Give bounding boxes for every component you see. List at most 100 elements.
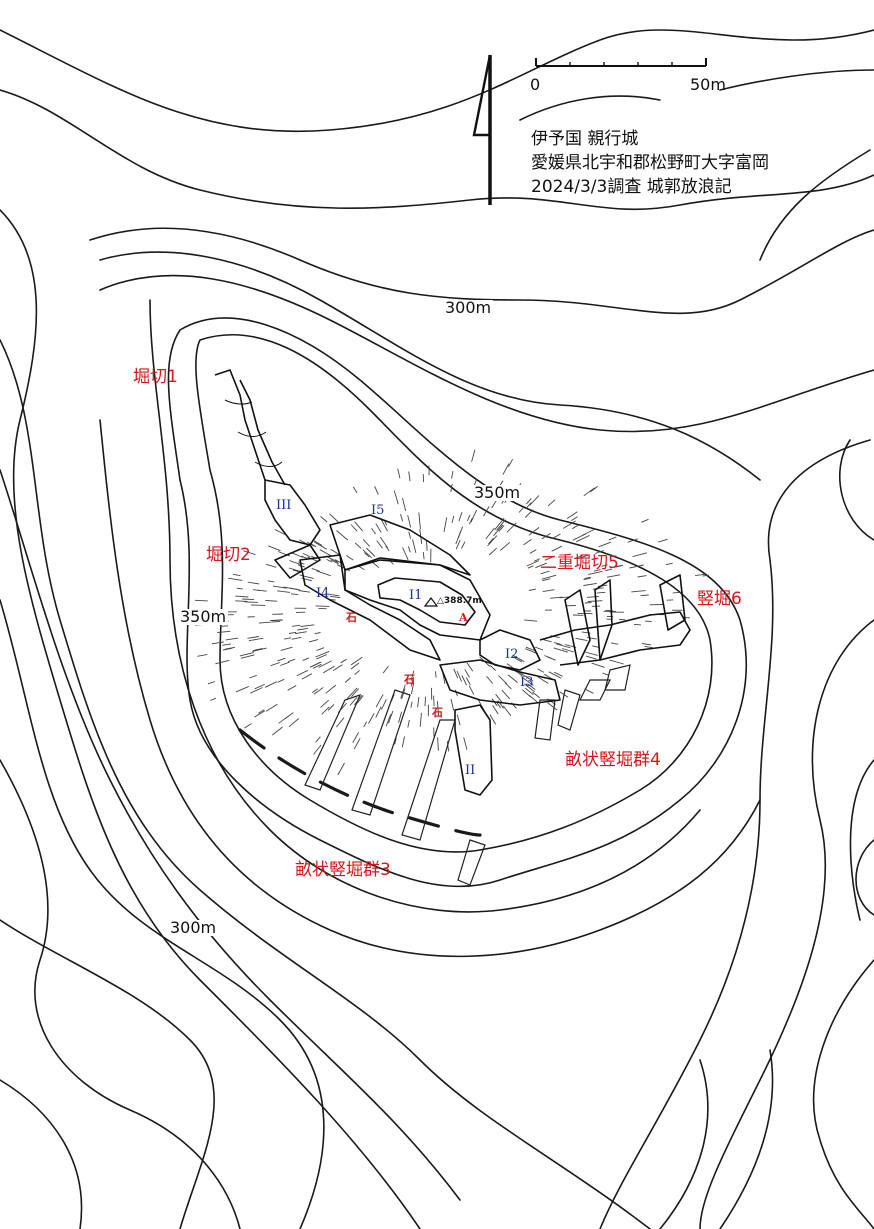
contour-line [759, 149, 871, 261]
hatch-stroke [277, 657, 286, 662]
tatebori6-ditch [659, 574, 686, 631]
contour-line [0, 89, 874, 211]
contour-line [0, 599, 325, 1229]
hatch-stroke [584, 688, 594, 694]
hatch-stroke [298, 590, 311, 593]
hatch-stroke [575, 637, 588, 642]
hatch-stroke [489, 714, 496, 725]
hatch-stroke [321, 706, 330, 715]
hatch-stroke [353, 738, 361, 750]
hatch-stroke [702, 574, 709, 577]
hatch-stroke [583, 582, 597, 586]
hatch-stroke [512, 654, 525, 662]
enclosure-label-I2: I2 [505, 647, 519, 662]
hatch-stroke [356, 695, 364, 704]
hatch-stroke [362, 549, 373, 559]
hatch-stroke [313, 540, 323, 546]
hatch-stroke [471, 449, 476, 462]
hatch-stroke [500, 542, 511, 551]
hatch-stroke [606, 574, 621, 578]
hatch-stroke [598, 541, 612, 548]
hatch-stroke [302, 552, 311, 558]
hatch-stroke [222, 647, 233, 651]
hatch-stroke [265, 563, 277, 568]
enclosure-III-outline [264, 479, 321, 546]
hatch-stroke [235, 600, 248, 602]
hatch-stroke [583, 487, 596, 497]
double-horikiri [564, 589, 591, 666]
hatch-stroke [410, 701, 413, 708]
hatch-stroke [376, 540, 383, 549]
hatch-stroke [316, 570, 331, 577]
hatch-stroke [466, 514, 471, 522]
hatch-stroke [232, 573, 241, 577]
enclosure-I4-outline [299, 554, 441, 661]
summit-elevation: △388.7m [437, 596, 482, 606]
hatch-stroke [313, 744, 322, 755]
hatch-stroke [488, 537, 494, 545]
hatch-stroke [573, 555, 583, 560]
hatch-stroke [242, 598, 255, 601]
hatch-stroke [548, 671, 562, 679]
hatch-stroke [271, 620, 281, 623]
scale-end-label: 50m [690, 75, 726, 94]
hatch-stroke [572, 533, 586, 541]
hatch-stroke [371, 527, 376, 535]
hatch-stroke [337, 762, 345, 776]
hatch-stroke [665, 562, 673, 566]
hatch-stroke [583, 577, 591, 581]
feature-horikiri1: 堀切1 [133, 367, 178, 387]
hatch-stroke [433, 695, 435, 707]
scale-start-label: 0 [530, 75, 541, 94]
feature-nijuhorikiri5: 二重堀切5 [540, 553, 619, 573]
hatch-stroke [254, 710, 266, 718]
hatch-stroke [240, 654, 255, 659]
hatch-stroke [277, 678, 285, 683]
hatch-stroke [380, 699, 387, 710]
hatch-stroke [344, 677, 351, 683]
contour-line [699, 619, 874, 1229]
vertical-ditch [351, 689, 411, 816]
hatch-stroke [522, 677, 534, 686]
hatch-stroke [397, 468, 401, 479]
enclosure-I1-inner [377, 577, 476, 626]
hatch-stroke [319, 549, 333, 557]
hatch-stroke [336, 717, 345, 728]
enclosure-I3-outline [439, 659, 561, 706]
contour-line [89, 227, 874, 315]
hatch-stroke [426, 539, 428, 551]
hatch-stroke [407, 719, 410, 728]
hatch-stroke [350, 662, 360, 670]
hatch-stroke [407, 546, 411, 553]
hatch-stroke [269, 619, 282, 622]
hatch-stroke [695, 573, 705, 577]
hatch-stroke [422, 552, 425, 560]
hatch-stroke [291, 636, 302, 640]
hatch-stroke [312, 663, 322, 669]
hatch-stroke [632, 552, 648, 558]
hatch-stroke [244, 723, 252, 729]
hatch-stroke [585, 655, 597, 660]
hatch-stroke [559, 596, 570, 599]
vertical-ditch [557, 689, 581, 731]
hatch-stroke [523, 538, 532, 546]
hatch-stroke [418, 519, 421, 530]
contour-line [0, 339, 651, 1229]
hatch-stroke [301, 673, 313, 680]
hatch-stroke [508, 458, 513, 467]
hatch-stroke [498, 525, 505, 532]
hatch-stroke [672, 591, 682, 594]
vertical-ditch [534, 699, 556, 741]
hatch-stroke [366, 547, 376, 557]
hatch-stroke [354, 542, 362, 549]
hatch-stroke [547, 656, 556, 661]
hatch-stroke [313, 541, 327, 550]
hatch-stroke [385, 545, 390, 552]
hatch-stroke [451, 471, 454, 479]
feature-une-tatebori3: 畝状竪堀群3 [295, 860, 391, 880]
hatch-stroke [492, 705, 499, 715]
hatch-stroke [527, 683, 536, 690]
hatch-stroke [280, 661, 290, 666]
hatch-stroke [408, 531, 412, 539]
hatch-stroke [379, 536, 388, 548]
